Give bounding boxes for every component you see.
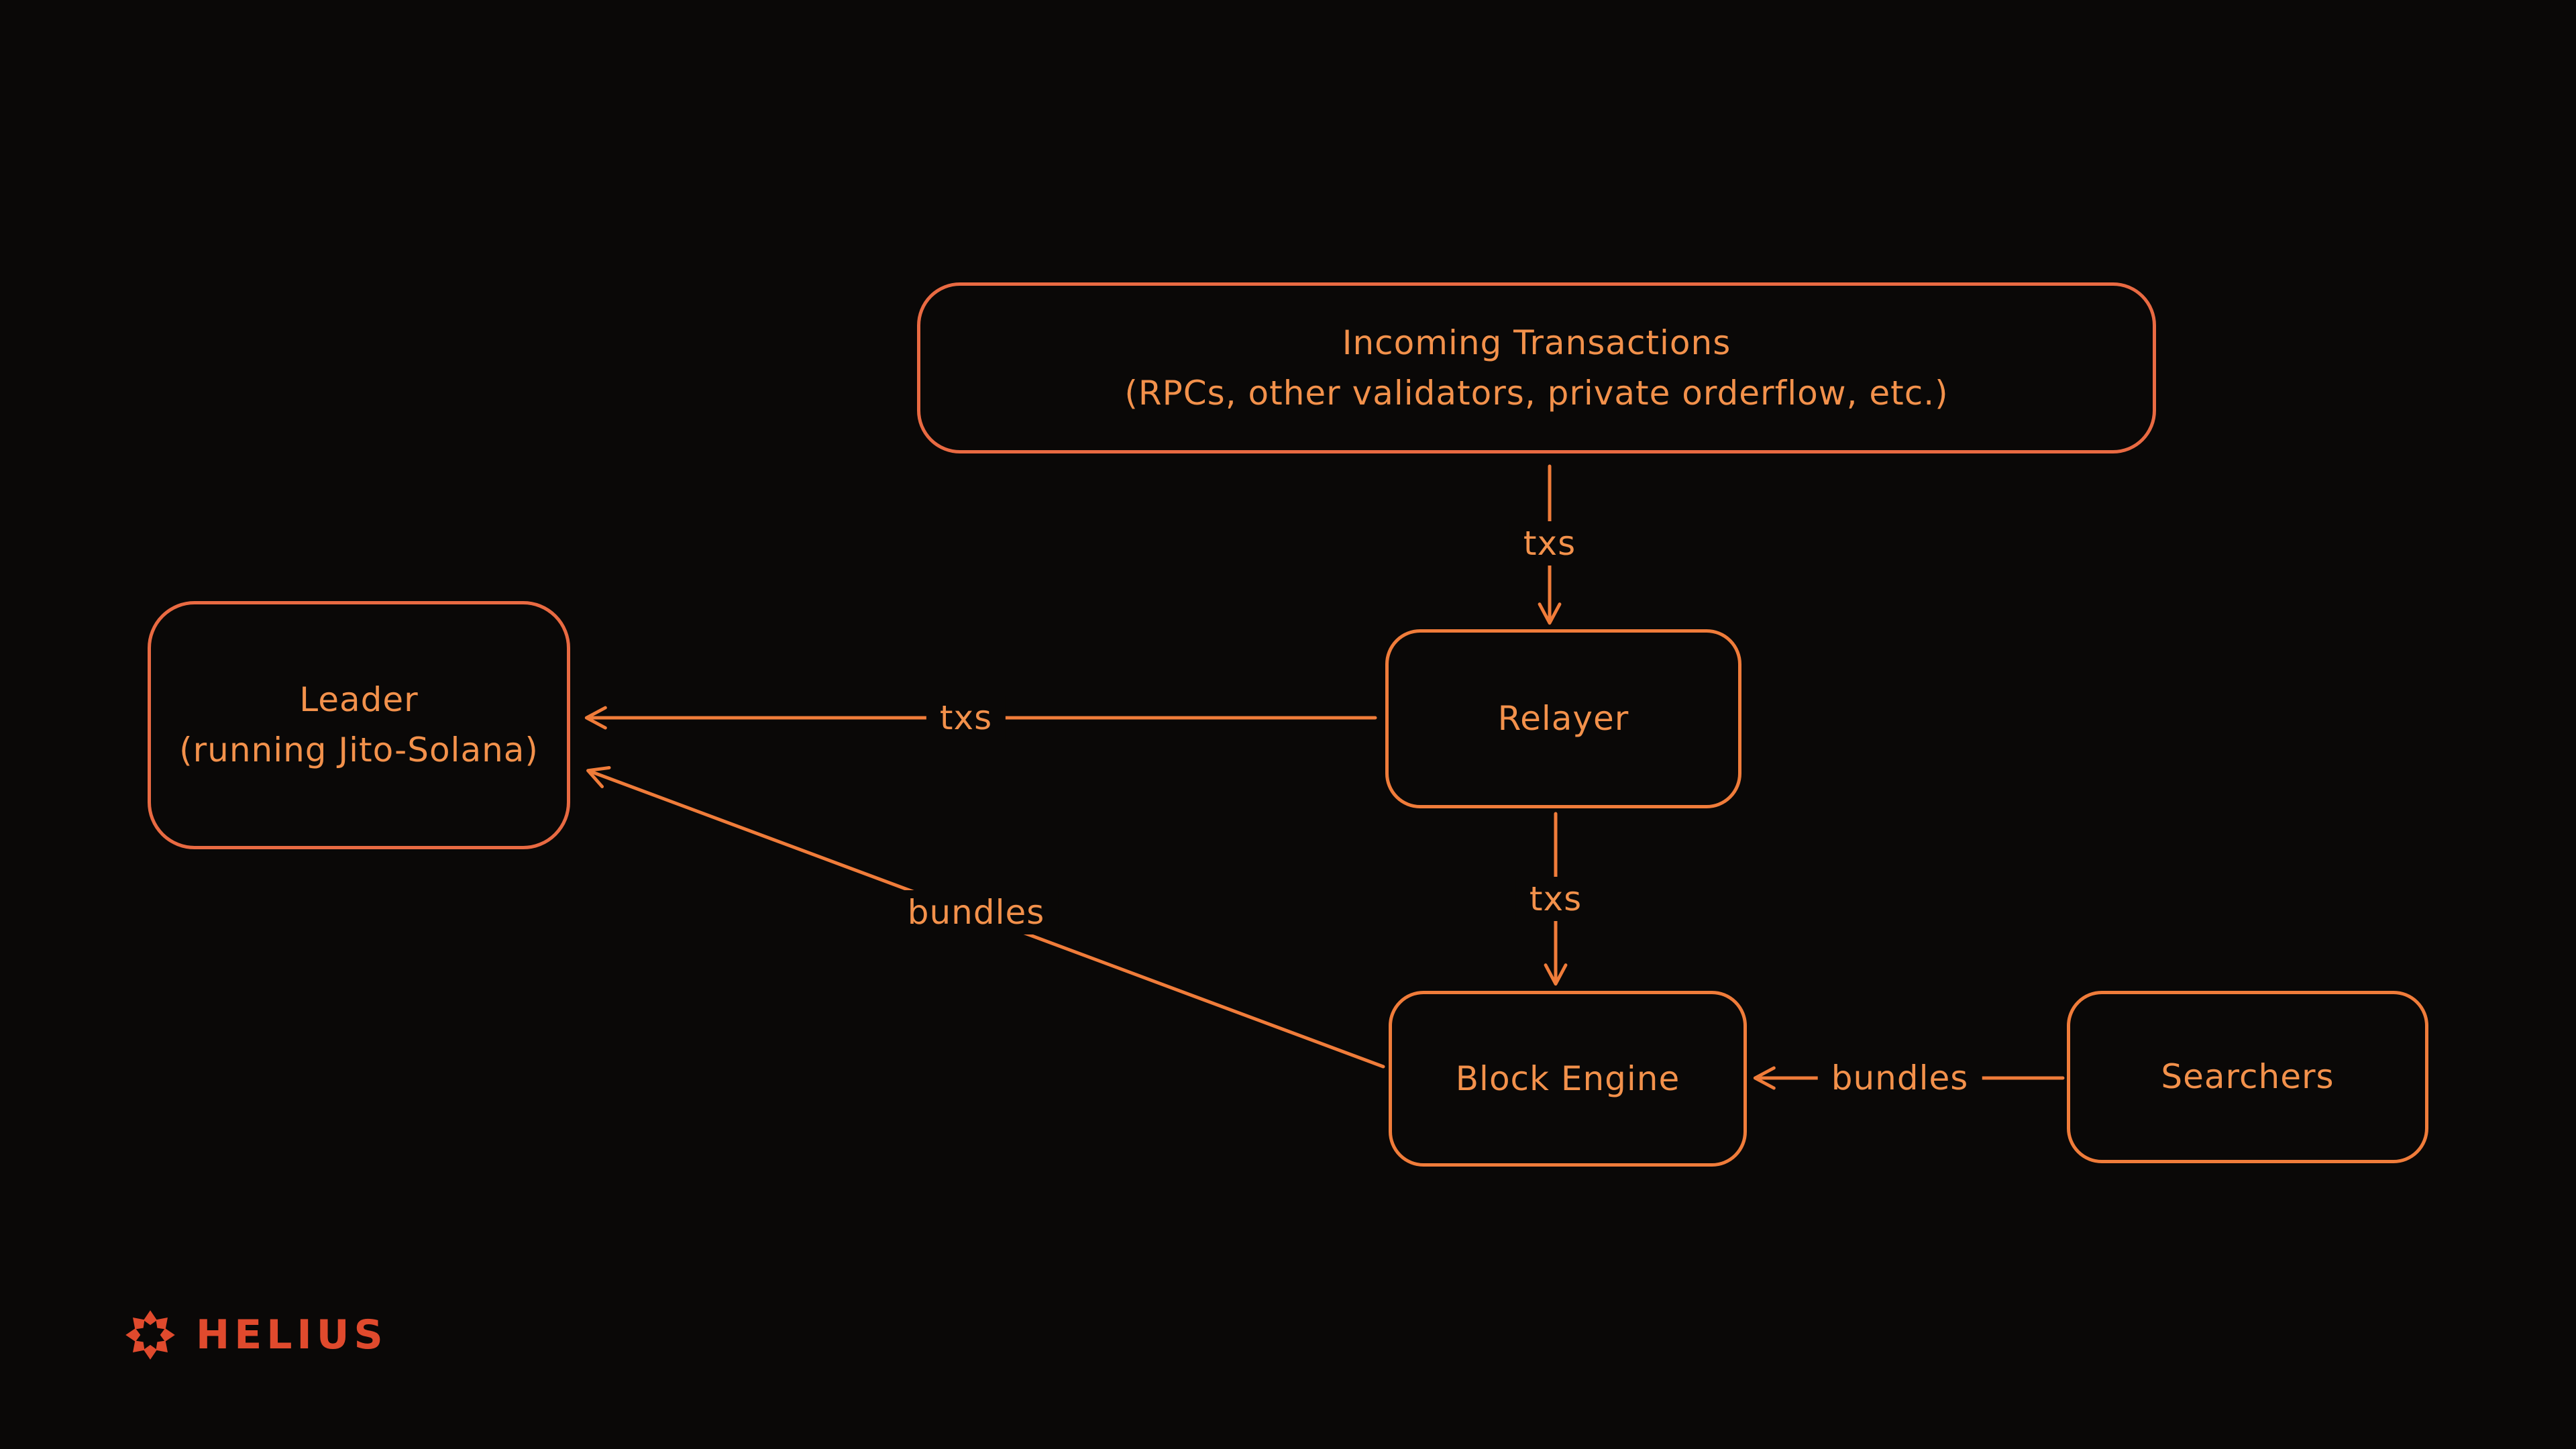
node-leader-title: Leader <box>299 680 419 719</box>
node-relayer-label: Relayer <box>1497 699 1629 738</box>
node-incoming-transactions: Incoming Transactions (RPCs, other valid… <box>917 282 2156 453</box>
node-block-engine-label: Block Engine <box>1455 1059 1680 1098</box>
edge-label-block-engine-to-leader: bundles <box>894 890 1059 934</box>
node-searchers: Searchers <box>2067 991 2428 1163</box>
node-leader-subtitle: (running Jito-Solana) <box>179 731 539 769</box>
node-block-engine: Block Engine <box>1389 991 1747 1167</box>
helius-logo-text: HELIUS <box>196 1311 388 1358</box>
helius-logo: HELIUS <box>122 1307 388 1363</box>
edge-label-incoming-to-relayer: txs <box>1509 521 1590 566</box>
node-relayer: Relayer <box>1385 629 1741 808</box>
node-leader: Leader (running Jito-Solana) <box>148 601 570 849</box>
node-searchers-label: Searchers <box>2161 1057 2334 1096</box>
node-incoming-title: Incoming Transactions <box>1342 323 1731 362</box>
edge-label-relayer-to-leader: txs <box>926 696 1006 740</box>
node-incoming-subtitle: (RPCs, other validators, private orderfl… <box>1124 373 1949 413</box>
edge-label-relayer-to-block-engine: txs <box>1515 877 1596 921</box>
helius-burst-icon <box>125 1310 175 1360</box>
edge-label-searchers-to-block-engine: bundles <box>1817 1056 1982 1100</box>
